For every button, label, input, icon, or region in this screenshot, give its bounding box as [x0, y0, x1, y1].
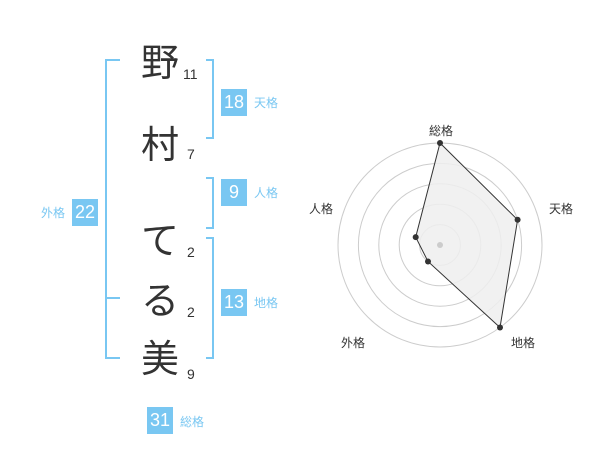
chikaku-label: 地格: [254, 296, 279, 310]
radar-point-gaikaku: [425, 258, 431, 265]
name-char-5: 美: [140, 337, 179, 381]
stroke-count-2: 7: [187, 146, 195, 162]
tenkaku-label: 天格: [254, 96, 279, 110]
stroke-count-4: 2: [187, 304, 195, 320]
axis-label-tenkaku: 天格: [549, 201, 573, 216]
bracket-jinkaku: [206, 177, 214, 229]
jinkaku-value: 9: [221, 179, 247, 206]
stroke-count-3: 2: [187, 244, 195, 260]
axis-label-gaikaku: 外格: [341, 335, 365, 350]
name-char-2: 村: [140, 123, 179, 167]
soukaku-value: 31: [147, 407, 173, 434]
radar-point-jinkaku: [412, 234, 419, 241]
gaikaku-label: 外格: [41, 206, 66, 220]
radar-point-soukaku: [437, 140, 443, 146]
bracket-gaikaku: [105, 59, 120, 359]
axis-label-chikaku: 地格: [511, 335, 535, 350]
bracket-tenkaku: [206, 59, 214, 139]
radar-point-tenkaku: [514, 216, 521, 223]
radar-points: [412, 140, 521, 331]
name-char-1: 野: [140, 41, 179, 85]
axis-label-soukaku: 総格: [429, 123, 453, 138]
tenkaku-value: 18: [221, 89, 247, 116]
radar-area: [415, 142, 519, 329]
chikaku-value: 13: [221, 289, 247, 316]
radar-point-chikaku: [497, 324, 503, 331]
gaikaku-value: 22: [72, 199, 98, 226]
fortune-radar-chart: 総格 天格 地格 外格 人格: [309, 123, 573, 350]
jinkaku-label: 人格: [254, 186, 279, 200]
axis-label-jinkaku: 人格: [309, 201, 333, 216]
name-char-4: る: [140, 279, 179, 323]
bracket-chikaku: [206, 237, 214, 359]
name-char-3: て: [140, 219, 179, 263]
radar-center-dot: [437, 242, 443, 248]
stroke-count-1: 11: [183, 66, 198, 82]
soukaku-label: 総格: [180, 415, 205, 429]
stroke-count-5: 9: [187, 366, 195, 382]
